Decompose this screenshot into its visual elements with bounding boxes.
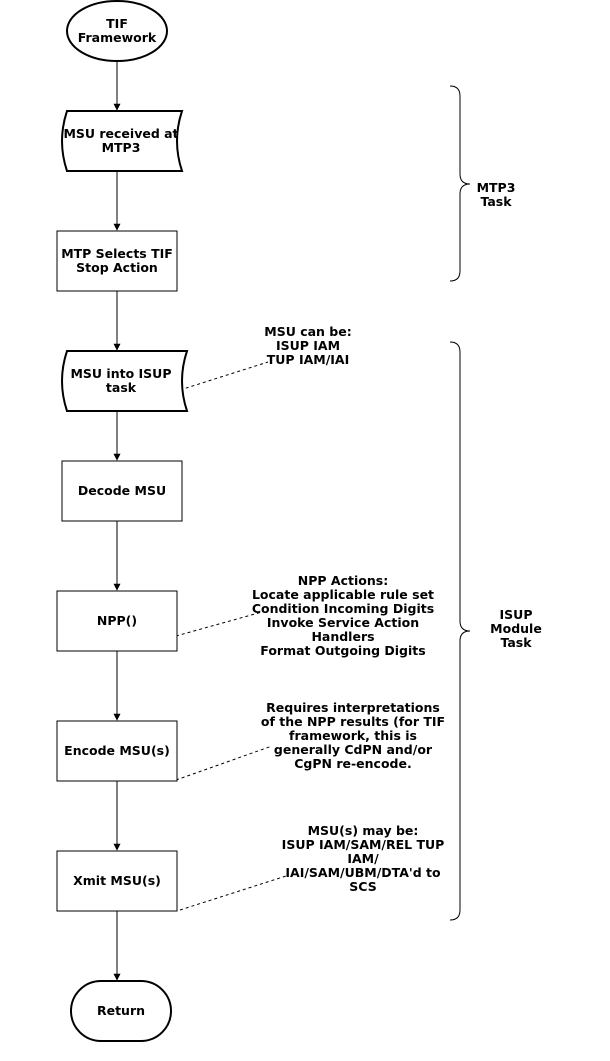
text-line: Invoke Service Action [267, 615, 419, 630]
leader-requires [175, 745, 273, 781]
text-line: ISUP IAM [276, 338, 340, 353]
text-line: ISUP IAM/SAM/REL TUP [282, 837, 445, 852]
text-line: Stop Action [76, 260, 158, 275]
text-line: Encode MSU(s) [64, 743, 170, 758]
text-line: generally CdPN and/or [274, 742, 433, 757]
node-label-xmit-msu: Xmit MSU(s) [73, 873, 161, 888]
text-line: Framework [78, 30, 157, 45]
node-label-return: Return [97, 1003, 145, 1018]
terminator-tif-framework [66, 0, 168, 62]
leader-npp-actions [175, 611, 263, 637]
node-label-encode-msu: Encode MSU(s) [64, 743, 170, 758]
text-line: Condition Incoming Digits [252, 601, 434, 616]
process-mtp-selects [56, 230, 178, 292]
text-line: Xmit MSU(s) [73, 873, 161, 888]
leader-msu-may-be [179, 875, 287, 911]
terminator-return [70, 980, 172, 1042]
text-line: Task [480, 194, 512, 209]
node-label-npp: NPP() [97, 613, 137, 628]
text-line: Module [490, 621, 542, 636]
text-line: MTP3 [102, 140, 141, 155]
text-line: SCS [349, 879, 376, 894]
text-line: IAM/ [347, 851, 379, 866]
process-npp [56, 590, 178, 652]
text-line: IAI/SAM/UBM/DTA'd to [285, 865, 441, 880]
text-line: Format Outgoing Digits [260, 643, 425, 658]
stored-data-msu-into-isup [61, 350, 189, 412]
brace-isup-module-task [449, 341, 471, 921]
node-label-decode-msu: Decode MSU [78, 483, 166, 498]
process-decode-msu [61, 460, 183, 522]
text-line: MTP Selects TIF [61, 246, 173, 261]
text-line: MTP3 [477, 180, 516, 195]
text-line: of the NPP results (for TIF [261, 714, 445, 729]
text-line: task [106, 380, 137, 395]
text-line: Requires interpretations [266, 700, 440, 715]
text-line: Task [500, 635, 532, 650]
text-line: TUP IAM/IAI [267, 352, 350, 367]
stored-data-msu-received [61, 110, 184, 172]
text-line: CgPN re-encode. [294, 756, 411, 771]
brace-mtp3-task [449, 85, 471, 282]
annotation-leaders [175, 361, 287, 911]
text-line: Locate applicable rule set [252, 587, 434, 602]
leader-msu-can-be [179, 361, 269, 391]
text-line: ISUP [500, 607, 533, 622]
text-line: MSU(s) may be: [308, 823, 419, 838]
text-line: NPP Actions: [298, 573, 388, 588]
text-line: Decode MSU [78, 483, 166, 498]
flow-nodes [56, 0, 189, 1042]
text-line: Handlers [311, 629, 374, 644]
text-line: MSU received at [63, 126, 178, 141]
text-line: MSU into ISUP [70, 366, 171, 381]
process-xmit-msu [56, 850, 178, 912]
text-line: Return [97, 1003, 145, 1018]
group-braces [449, 85, 471, 921]
text-line: MSU can be: [264, 324, 351, 339]
text-line: TIF [106, 16, 128, 31]
process-encode-msu [56, 720, 178, 782]
text-line: framework, this is [289, 728, 417, 743]
text-line: NPP() [97, 613, 137, 628]
